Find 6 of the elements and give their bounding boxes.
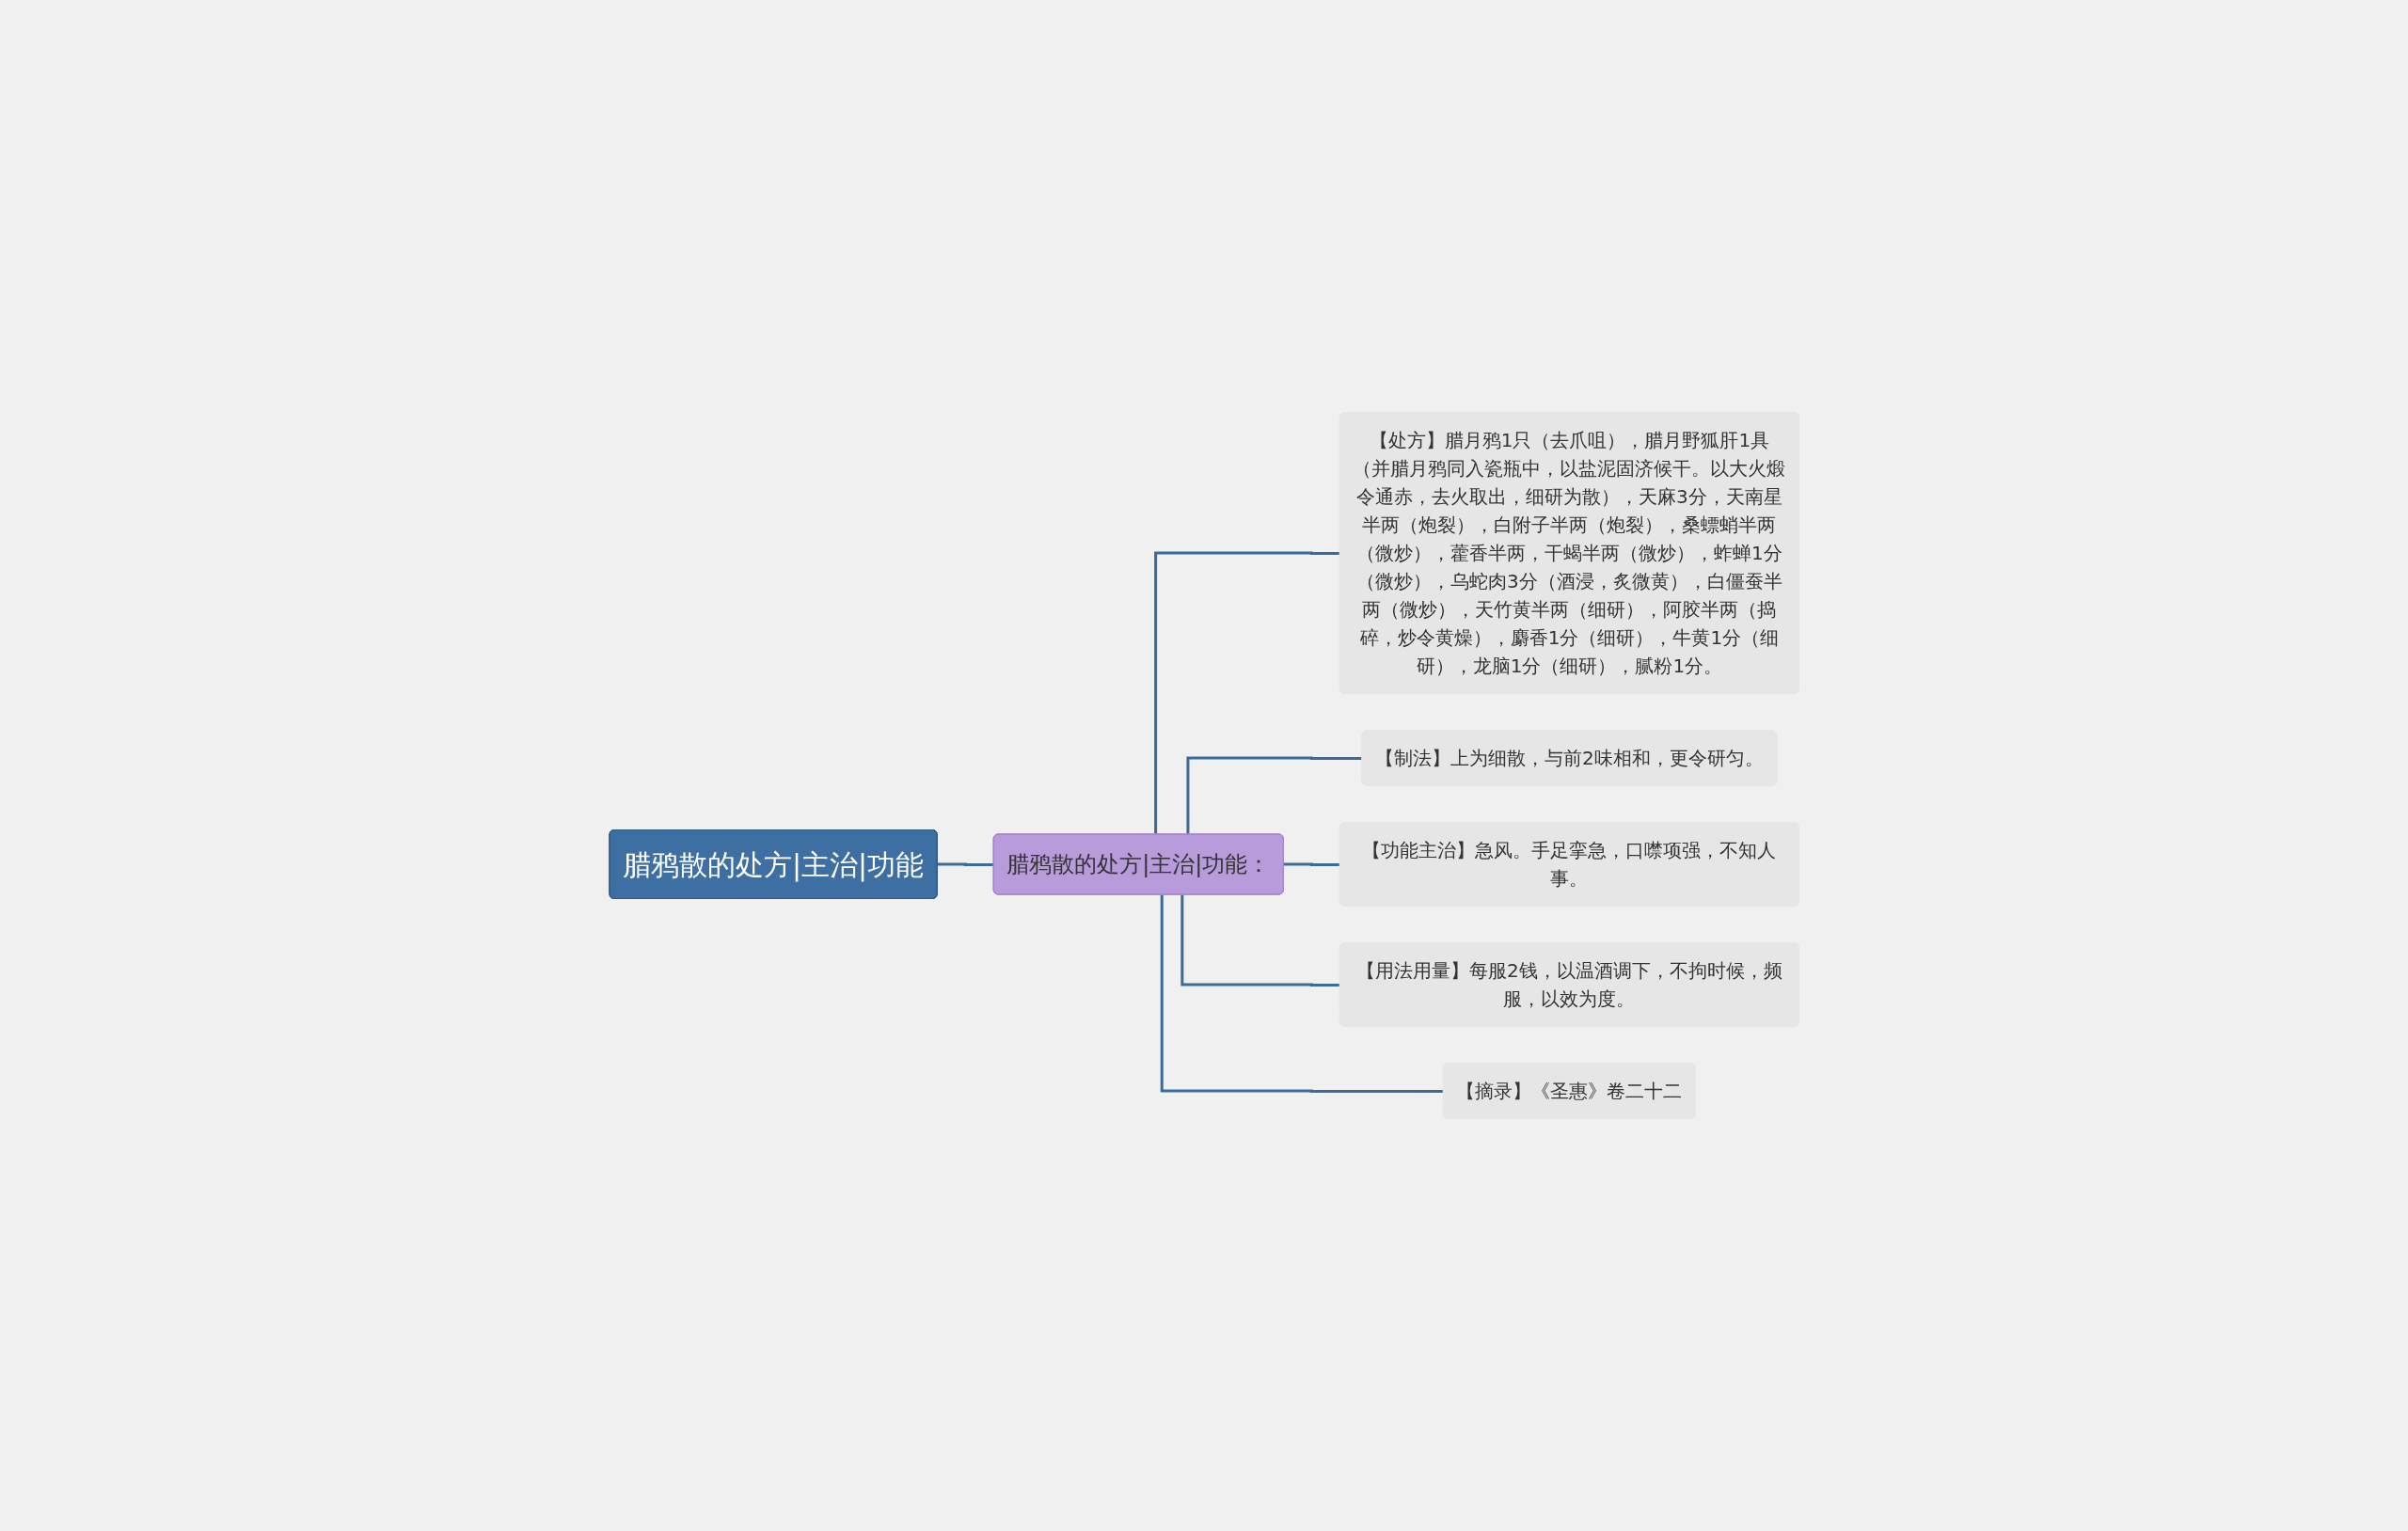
connector [1153,551,1340,835]
connector [936,862,994,866]
connector [1180,894,1340,986]
connector [1160,894,1444,1093]
connector [1282,862,1340,866]
connector [1186,756,1363,835]
